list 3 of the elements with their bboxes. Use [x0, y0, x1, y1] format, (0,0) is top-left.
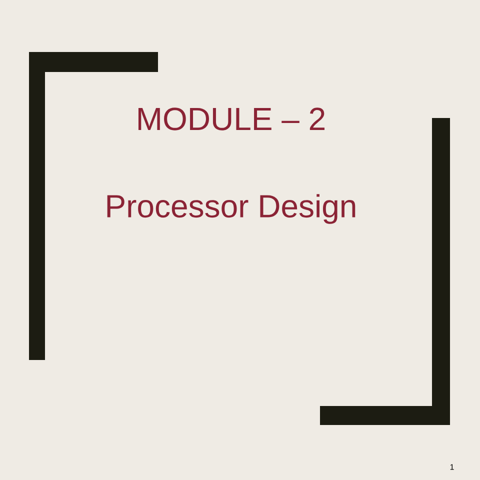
slide-subtitle: Processor Design: [107, 194, 356, 224]
slide-title: MODULE – 2: [138, 108, 324, 130]
page-number: 1: [450, 464, 454, 470]
